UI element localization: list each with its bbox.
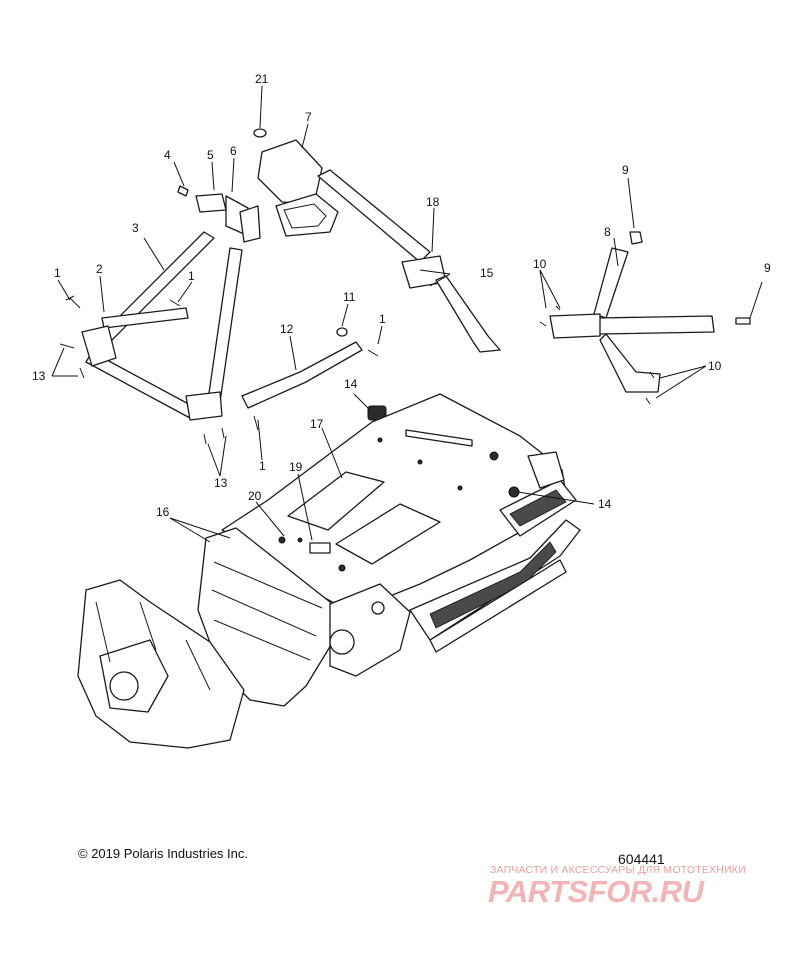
watermark-logo: PARTSFOR.RU (488, 874, 704, 909)
cross-bar-assembly (241, 327, 387, 431)
callout-20: 20 (248, 489, 262, 503)
callout-1-b: 1 (188, 269, 195, 283)
copyright-notice: © 2019 Polaris Industries Inc. (78, 846, 248, 861)
front-a-frame-assembly (59, 231, 243, 445)
callout-11: 11 (343, 290, 356, 304)
callout-15: 15 (480, 266, 494, 280)
callout-10-right: 10 (708, 359, 722, 373)
callout-13-left: 13 (32, 369, 46, 383)
callout-5: 5 (207, 148, 214, 162)
diagram-number: 604441 (618, 851, 665, 867)
callout-9-top: 9 (622, 163, 629, 177)
callout-1-c: 1 (379, 312, 386, 326)
callout-18: 18 (426, 195, 440, 209)
callout-21: 21 (255, 72, 269, 86)
callout-13-bottom: 13 (214, 476, 228, 490)
leader-lines (51, 85, 763, 543)
rear-arm-assembly (539, 231, 751, 405)
callout-14-right: 14 (598, 497, 612, 511)
callout-4: 4 (164, 148, 171, 162)
callout-2: 2 (96, 262, 103, 276)
callout-12: 12 (280, 322, 294, 336)
callout-7: 7 (305, 110, 312, 124)
watermark-text: ЗАПЧАСТИ И АКСЕССУАРЫ ДЛЯ МОТОТЕХНИКИ (490, 864, 746, 876)
callout-3: 3 (132, 221, 139, 235)
callout-9-right: 9 (764, 261, 771, 275)
callout-16: 16 (156, 505, 170, 519)
callout-labels: 21 7 4 5 6 3 18 9 8 9 1 2 1 15 10 11 1 1… (32, 72, 771, 519)
callout-19: 19 (289, 460, 303, 474)
steering-post-assembly (177, 128, 501, 353)
callout-17: 17 (310, 417, 324, 431)
callout-1-d: 1 (259, 459, 266, 473)
callout-1-a: 1 (54, 266, 61, 280)
callout-6: 6 (230, 144, 237, 158)
callout-10-top: 10 (533, 257, 547, 271)
chassis-frame (77, 393, 581, 749)
callout-8: 8 (604, 225, 611, 239)
callout-14-top: 14 (344, 377, 358, 391)
